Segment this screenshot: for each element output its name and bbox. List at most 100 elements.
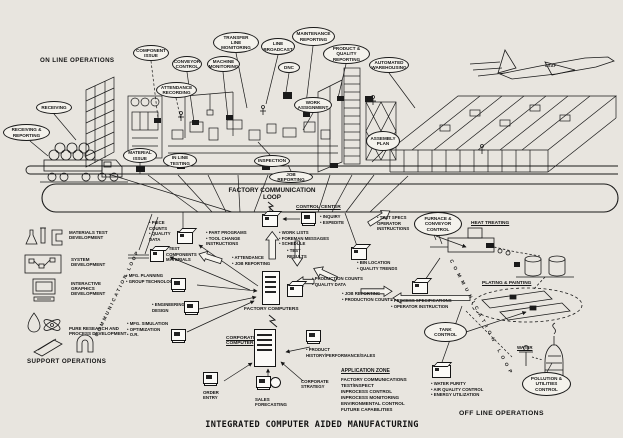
callout-in-line-testing: IN LINE TESTING bbox=[163, 153, 197, 168]
plant-structures bbox=[317, 67, 397, 173]
control-center-label: CONTROL CENTER bbox=[296, 205, 341, 210]
note-attendance: • ATTENDANCE • JOB REPORTING bbox=[232, 255, 271, 266]
magnet-icon bbox=[76, 334, 94, 353]
callout-line-broadcast: LINE BROADCAST bbox=[261, 38, 295, 55]
on-line-operations-label: ON LINE OPERATIONS bbox=[40, 57, 115, 64]
airplane bbox=[469, 49, 615, 80]
app-zone-item-3: INPROCESS CONTROL bbox=[341, 389, 393, 394]
test-tube-icon bbox=[40, 227, 46, 244]
support-item-materials-test: MATERIALS TEST DEVELOPMENT bbox=[69, 230, 108, 240]
app-zone-item-2: TEST/INSPECT bbox=[341, 383, 374, 388]
factory-communication-loop-label: FACTORY COMMUNICATION LOOP bbox=[228, 187, 316, 202]
callout-receiving-reporting: RECEIVING & REPORTING bbox=[3, 124, 50, 141]
callout-component-issue: COMPONENT ISSUE bbox=[133, 45, 169, 61]
callout-job-reporting: JOB REPORTING bbox=[269, 171, 313, 183]
callout-work-assignment: WORK ASSIGNMENT bbox=[294, 97, 332, 113]
support-icons bbox=[24, 227, 94, 357]
support-item-pure-research: PURE RESEARCH AND PROCESS DEVELOPMENT bbox=[69, 326, 127, 336]
callout-conveyor-control: CONVEYOR CONTROL bbox=[172, 56, 202, 72]
note-inquiry-expedite: • INQUIRY • EXPEDITE bbox=[320, 214, 344, 225]
mfg-planning-terminal-icon bbox=[171, 278, 186, 292]
sales-forecasting-terminal-icon bbox=[256, 376, 271, 390]
note-production-counts: • PRODUCTION COUNTS • QUALITY DATA bbox=[312, 276, 363, 287]
heat-treating-label: HEAT TREATING bbox=[471, 221, 510, 226]
diagram-title: INTEGRATED COMPUTER AIDED MANUFACTURING bbox=[205, 420, 419, 430]
note-engineering-design: • ENGINEERING DESIGN bbox=[152, 302, 185, 313]
callout-receiving: RECEIVING bbox=[36, 101, 72, 114]
note-process-specs: • PROCESS SPECIFICATIONS • OPERATOR INST… bbox=[391, 298, 452, 309]
engineering-terminal-icon bbox=[184, 301, 199, 315]
clamp-icon bbox=[51, 229, 63, 246]
callout-material-issue: MATERIAL ISSUE bbox=[123, 148, 157, 163]
loop-interface-box-icon bbox=[262, 214, 278, 227]
order-entry-terminal-icon bbox=[203, 372, 218, 386]
note-bin-location: • BIN LOCATION • QUALITY TRENDS bbox=[357, 260, 398, 271]
callout-assembly-plan: ASSEMBLY PLAN bbox=[366, 131, 400, 151]
callout-inspection: INSPECTION bbox=[254, 155, 290, 167]
flask-icon bbox=[25, 229, 38, 245]
circuit-board-icon bbox=[24, 254, 62, 274]
app-zone-item-1: FACTORY COMMUNICATIONS bbox=[341, 377, 407, 382]
control-center-terminal-icon bbox=[301, 212, 316, 226]
production-counts-box-icon bbox=[287, 284, 303, 297]
callout-attendance-recording: ATTENDANCE RECORDING bbox=[156, 82, 197, 98]
delivery-truck bbox=[40, 142, 128, 183]
factory-computers-label: FACTORY COMPUTERS bbox=[244, 307, 299, 312]
test-components-box-icon bbox=[150, 249, 164, 262]
order-entry-label: ORDER ENTRY bbox=[203, 390, 219, 400]
app-zone-item-4: INPROCESS MONITORING bbox=[341, 395, 400, 400]
part-programs-box-icon bbox=[177, 231, 193, 244]
note-water-purity: • WATER PURITY • AIR QUALITY CONTROL • E… bbox=[431, 381, 484, 398]
crystal-ball-icon bbox=[270, 377, 281, 388]
note-job-reporting-counts: • JOB REPORTING • PRODUCTION COUNTS bbox=[342, 291, 393, 302]
note-test-specs: • TEST SPECS OPERATOR INSTRUCTIONS bbox=[377, 215, 410, 232]
water-purity-box-icon bbox=[432, 365, 451, 378]
wedge-icon bbox=[33, 338, 63, 357]
callout-tank-control: TANK CONTROL bbox=[424, 322, 467, 342]
factory-communication-loop-band bbox=[41, 183, 619, 213]
callout-automated-warehousing: AUTOMATED WAREHOUSING bbox=[369, 57, 409, 73]
graphics-terminal-icon bbox=[32, 278, 56, 302]
note-piece-counts: • PIECE COUNTS • QUALITY DATA bbox=[149, 220, 171, 242]
lightning-links bbox=[267, 201, 278, 328]
callout-maintenance-reporting: MAINTENANCE REPORTING bbox=[292, 27, 335, 46]
callout-furnace-conveyor-control: FURNACE & CONVEYOR CONTROL bbox=[414, 212, 462, 236]
note-test-components: • TEST COMPONENTS MATERIALS bbox=[166, 246, 197, 263]
water-faucet bbox=[519, 345, 544, 366]
callout-pollution-utilities-control: POLLUTION & UTILITIES CONTROL bbox=[522, 372, 571, 396]
note-test-results: • TEST RESULTS bbox=[287, 248, 307, 259]
callout-dnc: DNC bbox=[278, 62, 300, 73]
atom-icon bbox=[43, 319, 61, 331]
block-arrows bbox=[198, 210, 471, 304]
support-operations-label: SUPPORT OPERATIONS bbox=[27, 358, 107, 365]
receiving-building bbox=[85, 76, 115, 168]
note-part-programs: • PART PROGRAMS • TOOL CHANGE INSTRUCTIO… bbox=[206, 230, 247, 247]
automated-warehouse bbox=[388, 95, 618, 173]
corporate-strategy-label: CORPORATE STRATEGY bbox=[301, 379, 329, 389]
corporate-computer-icon bbox=[254, 329, 276, 367]
simulation-terminal-icon bbox=[171, 329, 186, 343]
sales-forecasting-label: SALES FORECASTING bbox=[255, 397, 287, 407]
note-work-lists: • WORK LISTS • FOREMAN MESSAGES • SCHEDU… bbox=[279, 230, 329, 247]
data-flow-arrows bbox=[169, 216, 527, 382]
application-zone-heading: APPLICATION ZONE bbox=[341, 368, 390, 374]
app-zone-item-5: ENVIRONMENTAL CONTROL bbox=[341, 401, 405, 406]
app-zone-item-6: FUTURE CAPABILITIES bbox=[341, 407, 393, 412]
support-item-system-development: SYSTEM DEVELOPMENT bbox=[71, 257, 106, 267]
note-product-history: • PRODUCT HISTORY/PERFORMANCE/SALES bbox=[306, 347, 376, 358]
note-mfg-planning: • MFG. PLANNING • GROUP TECHNOLOGY bbox=[126, 273, 176, 284]
stores-building bbox=[127, 95, 163, 159]
product-history-terminal-icon bbox=[306, 330, 321, 344]
water-label: WATER bbox=[517, 345, 533, 350]
plating-painting-label: PLATING & PAINTING bbox=[482, 281, 532, 286]
worker-figures bbox=[178, 95, 485, 154]
plating-tanks bbox=[471, 255, 583, 323]
airplane-marking: USAF bbox=[545, 64, 557, 68]
process-specs-box-icon bbox=[412, 281, 428, 294]
callout-machine-monitoring: MACHINE MONITORING bbox=[207, 56, 240, 72]
factory-platform bbox=[25, 165, 618, 175]
note-mfg-simulation: • MFG. SIMULATION • OPTIMIZATION • O.R. bbox=[127, 321, 169, 338]
callout-transfer-line-monitoring: TRANSFER LINE MONITORING bbox=[213, 32, 259, 53]
